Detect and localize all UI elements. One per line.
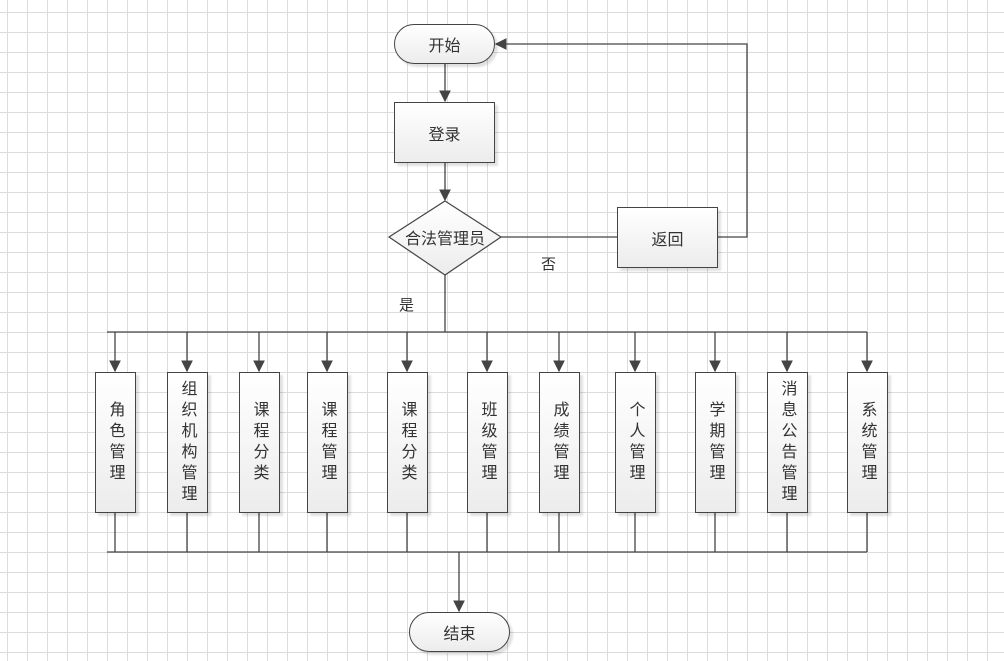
- return-label: 返回: [651, 229, 684, 249]
- end-terminal: 结束: [409, 612, 510, 652]
- module-label: 课程管理: [318, 400, 338, 485]
- module-box: 班级管理: [467, 372, 508, 513]
- module-box: 课程分类: [387, 372, 428, 513]
- no-edge-label: 否: [541, 255, 557, 273]
- module-label: 课程分类: [398, 400, 418, 485]
- login-label: 登录: [428, 124, 461, 144]
- module-label: 班级管理: [478, 400, 498, 485]
- module-box: 消息公告管理: [767, 372, 808, 513]
- module-box: 系统管理: [847, 372, 888, 513]
- end-label: 结束: [443, 624, 476, 643]
- module-box: 组织机构管理: [167, 372, 208, 513]
- module-label: 成绩管理: [550, 400, 570, 485]
- start-terminal: 开始: [394, 24, 495, 64]
- edge-return-to-start: [494, 38, 748, 238]
- module-label: 课程分类: [250, 400, 270, 485]
- decision-label: 合法管理员: [404, 229, 485, 248]
- start-label: 开始: [428, 36, 461, 55]
- module-label: 角色管理: [106, 400, 126, 485]
- module-box: 成绩管理: [539, 372, 580, 513]
- login-process: 登录: [394, 102, 495, 163]
- module-label: 消息公告管理: [778, 379, 798, 506]
- module-box: 个人管理: [615, 372, 656, 513]
- module-label: 系统管理: [858, 400, 878, 485]
- yes-edge-label: 是: [399, 296, 415, 314]
- module-label: 组织机构管理: [178, 379, 198, 506]
- return-process: 返回: [617, 207, 718, 268]
- module-box: 课程分类: [239, 372, 280, 513]
- module-label: 学期管理: [706, 400, 726, 485]
- decision-diamond: [387, 200, 503, 276]
- module-box: 学期管理: [695, 372, 736, 513]
- module-label: 个人管理: [626, 400, 646, 485]
- module-box: 角色管理: [95, 372, 136, 513]
- module-box: 课程管理: [307, 372, 348, 513]
